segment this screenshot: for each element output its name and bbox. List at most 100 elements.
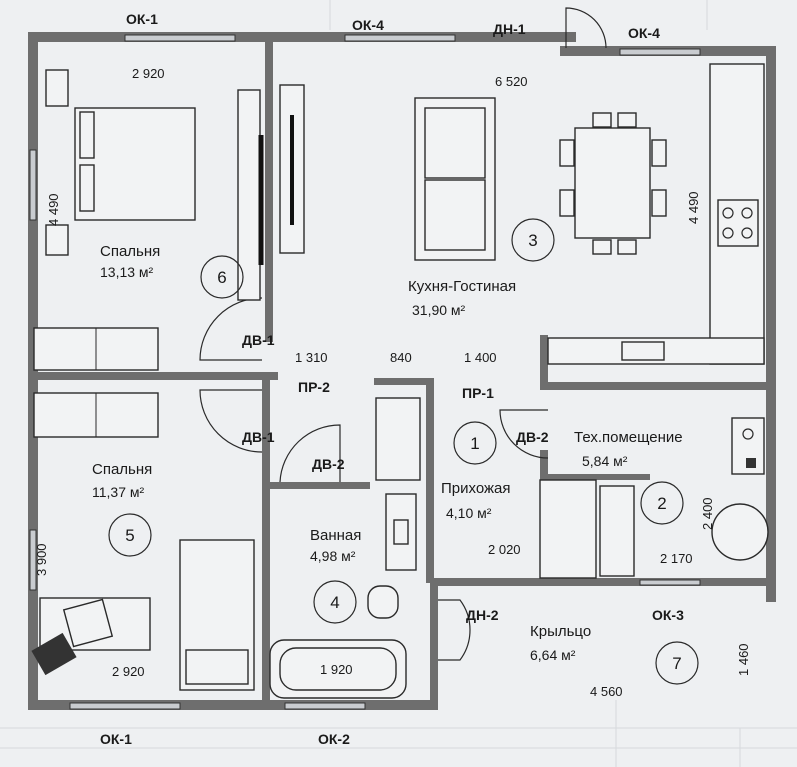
room-5-name: Спальня — [92, 461, 152, 478]
kitchen-furniture — [279, 63, 765, 365]
room-4-number: 4 — [330, 593, 339, 612]
chair-icon — [559, 189, 575, 217]
room-7-number: 7 — [672, 654, 681, 673]
wardrobe-icon — [539, 479, 597, 579]
bathroom-furniture — [269, 397, 421, 699]
bedroom-5-furniture — [31, 327, 255, 691]
room-2-area: 5,84 м² — [582, 453, 628, 469]
shelf-icon — [599, 485, 635, 577]
dim-left-bedroom6: 4 490 — [46, 193, 61, 226]
windows — [29, 34, 701, 710]
window-ok4-a — [344, 34, 456, 42]
window-ok3 — [639, 579, 701, 586]
room-3-marker — [511, 218, 555, 262]
door-dn1-icon — [565, 7, 607, 49]
room-7-marker — [655, 641, 699, 685]
dim-mid-3: 1 400 — [464, 350, 497, 365]
room-1-number: 1 — [470, 434, 479, 453]
room-7-name: Крыльцо — [530, 623, 591, 640]
chair-icon — [651, 189, 667, 217]
tag-ok4-b: ОК-4 — [628, 25, 660, 41]
stove-icon — [717, 199, 759, 247]
chair-icon — [592, 112, 612, 128]
tag-ok3: ОК-3 — [652, 607, 684, 623]
tag-ok1-bottom: ОК-1 — [100, 731, 132, 747]
door-dv2-b-icon — [499, 409, 549, 459]
dim-mid-1: 1 310 — [295, 350, 328, 365]
room-6-marker — [200, 255, 244, 299]
dim-tech-w: 2 170 — [660, 551, 693, 566]
room-6-number: 6 — [217, 268, 226, 287]
nightstand-icon — [45, 69, 69, 107]
room-3-area: 31,90 м² — [412, 302, 466, 318]
room-4-area: 4,98 м² — [310, 548, 356, 564]
room-4-marker — [313, 580, 357, 624]
tag-ok1-top: ОК-1 — [126, 11, 158, 27]
room-5-area: 11,37 м² — [92, 484, 145, 500]
room-6-name: Спальня — [100, 243, 160, 260]
sink-icon — [621, 341, 665, 361]
chair-icon — [559, 139, 575, 167]
room-3-name: Кухня-Гостиная — [408, 278, 516, 295]
room-5-marker — [108, 513, 152, 557]
room-4-name: Ванная — [310, 527, 361, 544]
room-labels: Кухня-Гостиная 31,90 м² Спальня 13,13 м²… — [92, 243, 683, 663]
dim-top-right: 6 520 — [495, 74, 528, 89]
tag-ok4-a: ОК-4 — [352, 17, 384, 33]
tag-pr2: ПР-2 — [298, 379, 330, 395]
tag-dv2-b: ДВ-2 — [516, 429, 549, 445]
room-5-number: 5 — [125, 526, 134, 545]
interior-walls — [38, 42, 776, 700]
bed-icon — [74, 107, 196, 221]
bedroom-6-furniture — [45, 69, 264, 301]
window-ok2 — [284, 702, 366, 710]
room-3-number: 3 — [528, 231, 537, 250]
room-6-area: 13,13 м² — [100, 264, 154, 280]
window-ok1-top — [124, 34, 236, 42]
window-ok4-b — [619, 48, 701, 56]
door-dn2-icon — [438, 599, 471, 661]
dim-hall: 2 020 — [488, 542, 521, 557]
computer-icon — [31, 632, 77, 676]
window-ok1-bottom — [69, 702, 181, 710]
tag-dv1-b: ДВ-1 — [242, 429, 275, 445]
door-dv1-a-icon — [199, 297, 263, 361]
door-dv2-a-icon — [279, 424, 341, 483]
tag-pr1: ПР-1 — [462, 385, 494, 401]
tag-ok2: ОК-2 — [318, 731, 350, 747]
room-1-marker — [453, 421, 497, 465]
dim-bottom-left: 2 920 — [112, 664, 145, 679]
tag-dv2-a: ДВ-2 — [312, 456, 345, 472]
chair-icon — [651, 139, 667, 167]
room-2-marker — [640, 481, 684, 525]
chair-icon — [592, 239, 612, 255]
room-number-markers: 3 6 5 4 1 2 7 — [108, 218, 699, 685]
room-1-area: 4,10 м² — [446, 505, 492, 521]
cabinet-icon — [375, 397, 421, 481]
dining-table-icon — [574, 127, 651, 239]
opening-tags: ОК-1 ОК-4 ДН-1 ОК-4 ДВ-1 ПР-2 ПР-1 ДВ-1 … — [100, 11, 684, 747]
room-2-name: Тех.помещение — [574, 429, 683, 446]
tag-dv1-a: ДВ-1 — [242, 332, 275, 348]
dim-porch-side: 1 460 — [736, 643, 751, 676]
door-dv1-b-icon — [199, 389, 263, 453]
window-left-5 — [29, 529, 37, 591]
tag-dn1: ДН-1 — [493, 21, 526, 37]
dim-bath: 1 920 — [320, 662, 353, 677]
hall-tech-furniture — [539, 417, 769, 579]
nightstand-icon — [45, 224, 69, 256]
dim-top-left: 2 920 — [132, 66, 165, 81]
water-tank-icon — [711, 503, 769, 561]
toilet-icon — [367, 585, 399, 619]
dim-tech-h: 2 400 — [700, 497, 715, 530]
chair-icon — [617, 239, 637, 255]
room-1-name: Прихожая — [441, 480, 511, 497]
office-chair-icon — [62, 598, 114, 648]
dim-porch-w: 4 560 — [590, 684, 623, 699]
dim-right-kitchen: 4 490 — [686, 191, 701, 224]
window-left-6 — [29, 149, 37, 221]
dim-left-bedroom5: 3 900 — [34, 543, 49, 576]
room-7-area: 6,64 м² — [530, 647, 576, 663]
